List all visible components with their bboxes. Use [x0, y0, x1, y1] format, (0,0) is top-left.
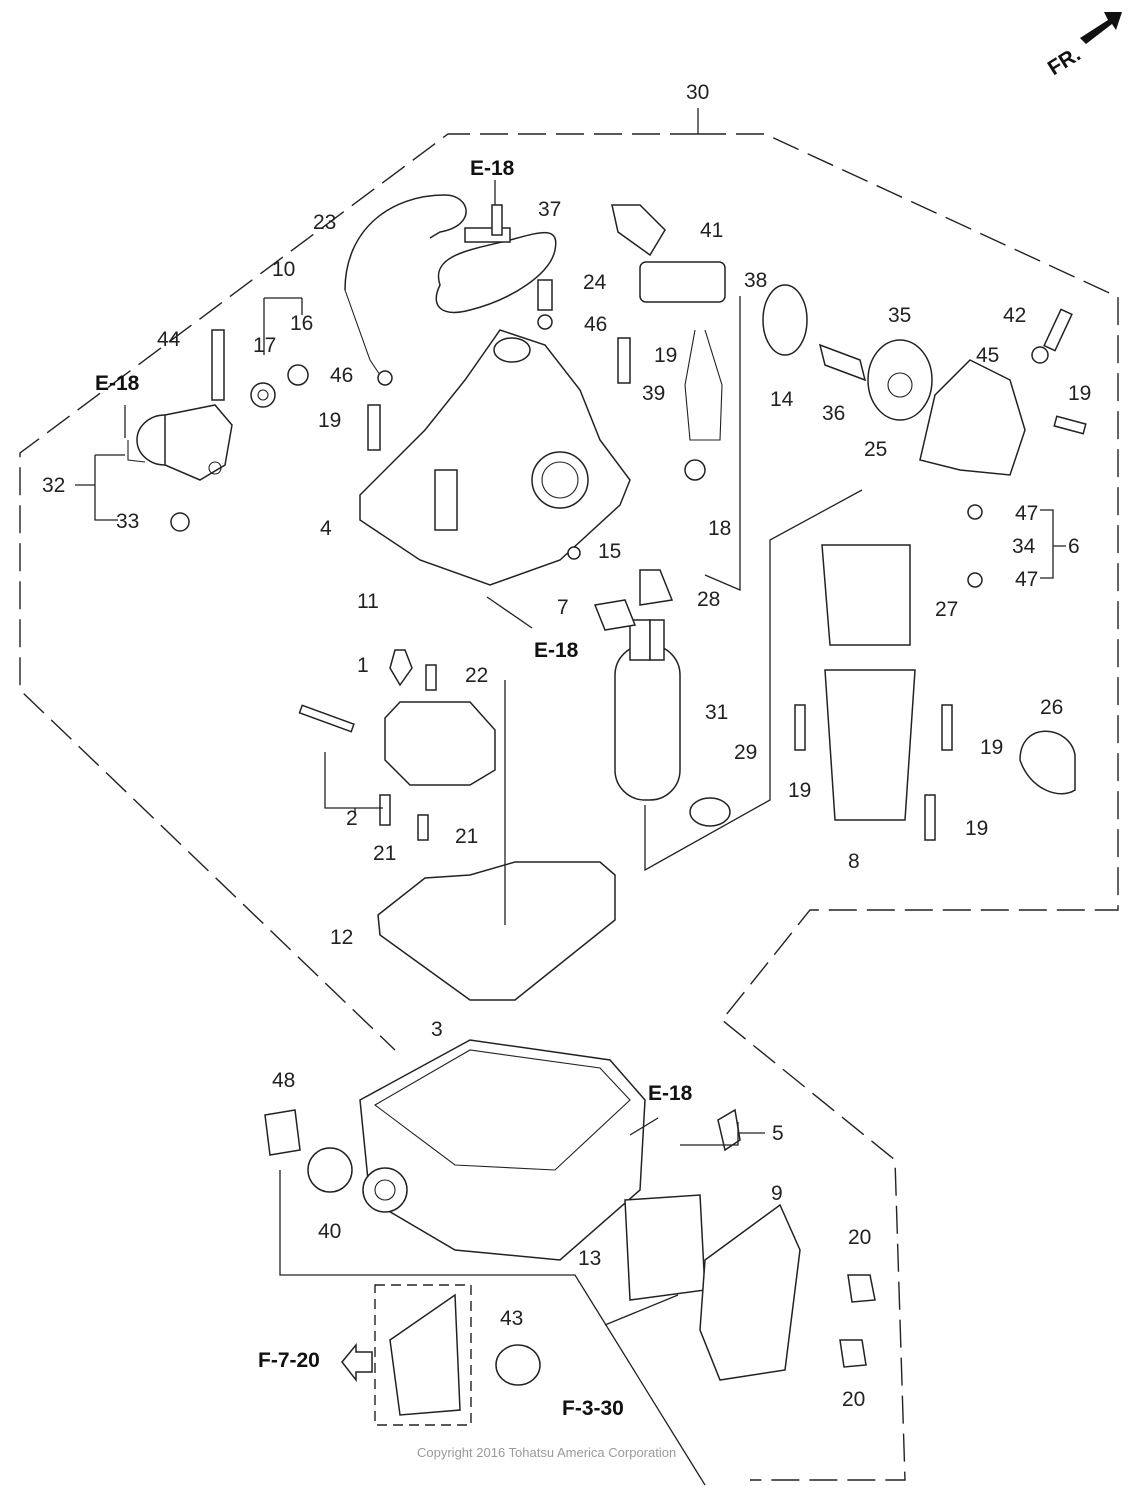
callout: 27: [935, 598, 958, 621]
pressure-regulator: [127, 404, 233, 481]
callout: 39: [642, 382, 665, 405]
callout: 44: [157, 328, 181, 351]
callout: 11: [357, 590, 379, 613]
front-arrow-icon: [1080, 12, 1122, 44]
gasket-12: [377, 861, 616, 1001]
callout: 2: [346, 807, 358, 830]
callout: 30: [686, 81, 709, 104]
callout: 43: [500, 1307, 523, 1330]
float-chamber-3: [264, 1039, 646, 1261]
callout: 19: [788, 779, 811, 802]
callout: 19: [965, 817, 988, 840]
callout: 1: [357, 654, 369, 677]
callout: 19: [1068, 382, 1091, 405]
callout: 26: [1040, 696, 1063, 719]
callout: 35: [888, 304, 911, 327]
copyright-notice: Copyright 2016 Tohatsu America Corporati…: [417, 1445, 676, 1460]
callout: 31: [705, 701, 728, 724]
callout: 41: [700, 219, 723, 242]
fuel-pump-group: [593, 544, 1076, 827]
callout: 23: [313, 211, 336, 234]
filter-and-cover: [818, 339, 1026, 476]
callout: 14: [770, 388, 794, 411]
callout: 40: [318, 1220, 341, 1243]
callout: 47: [1015, 502, 1038, 525]
callout: 5: [772, 1122, 784, 1145]
callout: 34: [1012, 535, 1036, 558]
callout: 21: [455, 825, 478, 848]
callout: 4: [320, 517, 332, 540]
small-rings: [170, 284, 1049, 588]
bracket-43: [341, 1284, 541, 1426]
callout: 28: [697, 588, 720, 611]
callout: 13: [578, 1247, 601, 1270]
callout: 21: [373, 842, 396, 865]
callout: 6: [1068, 535, 1080, 558]
callout: 42: [1003, 304, 1026, 327]
leader-lines: [75, 180, 1066, 1486]
sensor-box: [298, 649, 496, 786]
hoses: [344, 194, 557, 376]
callout: 12: [330, 926, 353, 949]
callout: 46: [330, 364, 353, 387]
front-label: FR.: [1044, 43, 1085, 80]
ref-e18-lower[interactable]: E-18: [648, 1082, 693, 1105]
callout: 20: [842, 1388, 865, 1411]
front-direction-marker: FR.: [1044, 12, 1122, 80]
ref-f330[interactable]: F-3-30: [562, 1397, 624, 1420]
vapor-separator-body: [359, 329, 631, 586]
ref-f720[interactable]: F-7-20: [258, 1349, 320, 1372]
callout: 37: [538, 198, 561, 221]
callout: 46: [584, 313, 607, 336]
callout: 9: [771, 1182, 783, 1205]
callout: 45: [976, 344, 999, 367]
callout: 48: [272, 1069, 295, 1092]
callout: 16: [290, 312, 313, 335]
callout: 47: [1015, 568, 1038, 591]
arrow-left-icon: [341, 1342, 373, 1383]
callout: 8: [848, 850, 860, 873]
callout: 32: [42, 474, 65, 497]
callout: 29: [734, 741, 757, 764]
callout: 24: [583, 271, 607, 294]
connectors: [611, 204, 726, 441]
bolts: [211, 308, 1087, 841]
lower-plate: [624, 1108, 876, 1381]
callout: 10: [272, 258, 295, 281]
callout: 25: [864, 438, 887, 461]
assembly-30-outline: [19, 108, 1119, 1481]
callout: 36: [822, 402, 845, 425]
callout: 33: [116, 510, 139, 533]
callout: 19: [654, 344, 677, 367]
ref-e18-top[interactable]: E-18: [470, 157, 515, 180]
callout: 7: [557, 596, 569, 619]
callout: 17: [253, 334, 276, 357]
callout: 38: [744, 269, 767, 292]
part-callouts: 30 37 41 23 24 38 10 16 17 44 46 46 19 4…: [42, 81, 1091, 1411]
callout: 22: [465, 664, 488, 687]
callout: 19: [980, 736, 1003, 759]
callout: 20: [848, 1226, 871, 1249]
ref-e18-left[interactable]: E-18: [95, 372, 140, 395]
section-references[interactable]: E-18 E-18 E-18 E-18 F-7-20 F-3-30: [95, 157, 693, 1420]
callout: 3: [431, 1018, 443, 1041]
callout: 18: [708, 517, 731, 540]
callout: 15: [598, 540, 621, 563]
ref-e18-mid[interactable]: E-18: [534, 639, 579, 662]
callout: 19: [318, 409, 341, 432]
